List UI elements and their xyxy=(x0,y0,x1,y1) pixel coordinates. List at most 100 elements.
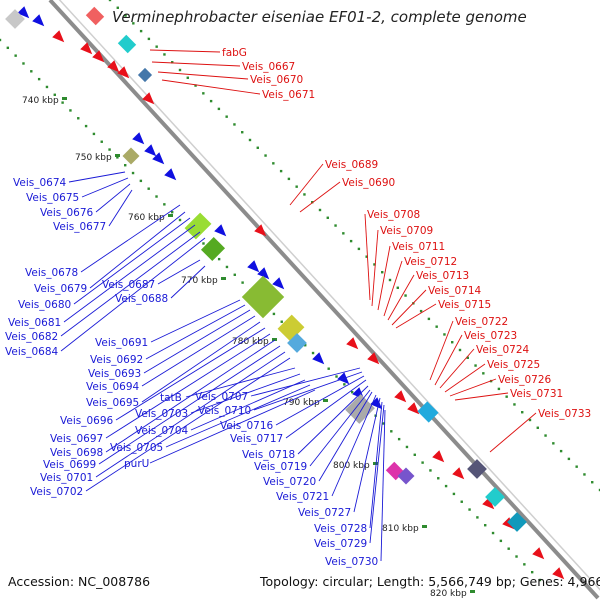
reverse-gene-label: Veis_0721 xyxy=(276,491,329,503)
gc-mark-inner xyxy=(530,570,534,574)
reverse-gene-label: Veis_0675 xyxy=(26,192,79,204)
gc-mark-outer xyxy=(334,224,337,227)
reverse-gene-label: Veis_0718 xyxy=(242,449,295,461)
gc-mark-outer xyxy=(567,457,571,461)
gc-mark-outer xyxy=(194,84,197,87)
reverse-gene-label: Veis_0717 xyxy=(230,433,283,445)
forward-label-line xyxy=(161,79,261,95)
reverse-label-line xyxy=(170,265,206,299)
gc-mark-inner xyxy=(108,148,111,151)
reverse-gene-arrow xyxy=(132,132,145,145)
forward-gene-label: Veis_0713 xyxy=(416,270,469,282)
reverse-label-line xyxy=(85,357,291,492)
reverse-label-line xyxy=(309,389,371,467)
forward-gene-label: Veis_0667 xyxy=(242,61,295,73)
gc-mark-inner xyxy=(6,46,10,50)
forward-label-line xyxy=(157,71,249,80)
gc-mark-outer xyxy=(482,372,485,375)
reverse-label-line xyxy=(95,351,286,478)
gc-mark-outer xyxy=(435,325,438,328)
gc-mark-inner xyxy=(515,555,518,558)
kbp-tick-mark xyxy=(373,462,378,465)
gc-mark-outer xyxy=(264,154,267,157)
gc-mark-inner xyxy=(0,38,2,42)
forward-gene-label: Veis_0690 xyxy=(342,177,395,189)
gc-mark-inner xyxy=(444,484,448,488)
reverse-gene-label: Veis_0693 xyxy=(88,368,141,380)
feature-block xyxy=(277,314,305,342)
gc-mark-inner xyxy=(460,500,463,503)
reverse-gene-arrow xyxy=(247,260,260,273)
kbp-tick-label: 780 kbp xyxy=(232,337,269,347)
forward-gene-label: fabG xyxy=(222,47,247,59)
gc-mark-inner xyxy=(280,320,283,323)
forward-label-line xyxy=(434,334,463,386)
gc-mark-inner xyxy=(335,375,338,378)
gc-mark-inner xyxy=(225,265,229,269)
gc-mark-inner xyxy=(233,273,236,276)
gc-mark-outer xyxy=(171,61,174,64)
gc-mark-outer xyxy=(318,208,322,212)
reverse-label-line xyxy=(275,375,365,426)
gc-mark-inner xyxy=(178,218,182,222)
feature-block xyxy=(184,212,212,240)
forward-gene-label: Veis_0711 xyxy=(392,241,445,253)
reverse-gene-label: Veis_0702 xyxy=(30,486,83,498)
forward-gene-label: Veis_0712 xyxy=(404,256,457,268)
forward-gene-arrow xyxy=(432,450,445,463)
forward-gene-label: Veis_0714 xyxy=(428,285,482,297)
gc-mark-inner xyxy=(491,531,495,535)
kbp-tick-label: 750 kbp xyxy=(75,153,112,163)
forward-label-line xyxy=(449,378,497,397)
kbp-tick-mark xyxy=(115,154,120,157)
reverse-label-line xyxy=(165,384,311,448)
feature-block xyxy=(485,487,505,507)
reverse-gene-label: Veis_0716 xyxy=(220,420,274,432)
forward-gene-label: Veis_0733 xyxy=(538,408,591,420)
gc-mark-inner xyxy=(45,85,49,89)
forward-gene-arrow xyxy=(482,497,495,510)
gc-mark-outer xyxy=(365,255,368,258)
forward-gene-label: Veis_0708 xyxy=(367,209,420,221)
reverse-label-line xyxy=(369,404,385,544)
reverse-gene-arrow xyxy=(214,224,227,237)
reverse-gene-label: Veis_0695 xyxy=(86,397,139,409)
reverse-label-line xyxy=(68,171,126,183)
reverse-gene-label: Veis_0684 xyxy=(5,346,59,358)
gc-mark-inner xyxy=(155,195,158,198)
reverse-gene-arrow xyxy=(164,168,177,181)
forward-label-line xyxy=(489,412,537,453)
gc-mark-outer xyxy=(155,45,158,48)
gc-mark-inner xyxy=(397,437,401,441)
reverse-gene-label: Veis_0729 xyxy=(314,538,367,550)
forward-gene-label: Veis_0689 xyxy=(325,159,378,171)
reverse-label-line xyxy=(150,299,241,343)
reverse-gene-label: Veis_0701 xyxy=(40,472,93,484)
gc-mark-inner xyxy=(437,477,440,480)
gc-mark-inner xyxy=(429,469,432,472)
reverse-gene-label: Veis_0696 xyxy=(60,415,114,427)
topology-label: Topology: circular; Length: 5,566,749 bp… xyxy=(260,574,600,589)
feature-block xyxy=(397,467,415,485)
kbp-tick-label: 820 kbp xyxy=(430,589,467,599)
gc-mark-outer xyxy=(598,488,600,492)
forward-gene-label: Veis_0725 xyxy=(487,359,540,371)
gc-mark-outer xyxy=(108,0,112,2)
forward-gene-label: Veis_0724 xyxy=(476,344,530,356)
forward-gene-arrow xyxy=(452,467,465,480)
reverse-label-line xyxy=(98,345,281,465)
kbp-tick-mark xyxy=(470,590,475,593)
reverse-label-line xyxy=(143,309,251,374)
gc-mark-inner xyxy=(538,578,542,582)
forward-gene-label: Veis_0722 xyxy=(455,316,508,328)
gc-mark-inner xyxy=(92,132,96,136)
gc-mark-inner xyxy=(61,101,64,104)
reverse-gene-label: Veis_0707 xyxy=(195,391,248,403)
reverse-label-line xyxy=(60,231,201,337)
forward-label-line xyxy=(289,163,324,206)
gc-mark-outer xyxy=(591,481,594,484)
reverse-gene-label: Veis_0692 xyxy=(90,354,143,366)
forward-gene-arrow xyxy=(117,66,130,79)
reverse-gene-label: Veis_0691 xyxy=(95,337,148,349)
accession-label: Accession: NC_008786 xyxy=(8,574,151,589)
